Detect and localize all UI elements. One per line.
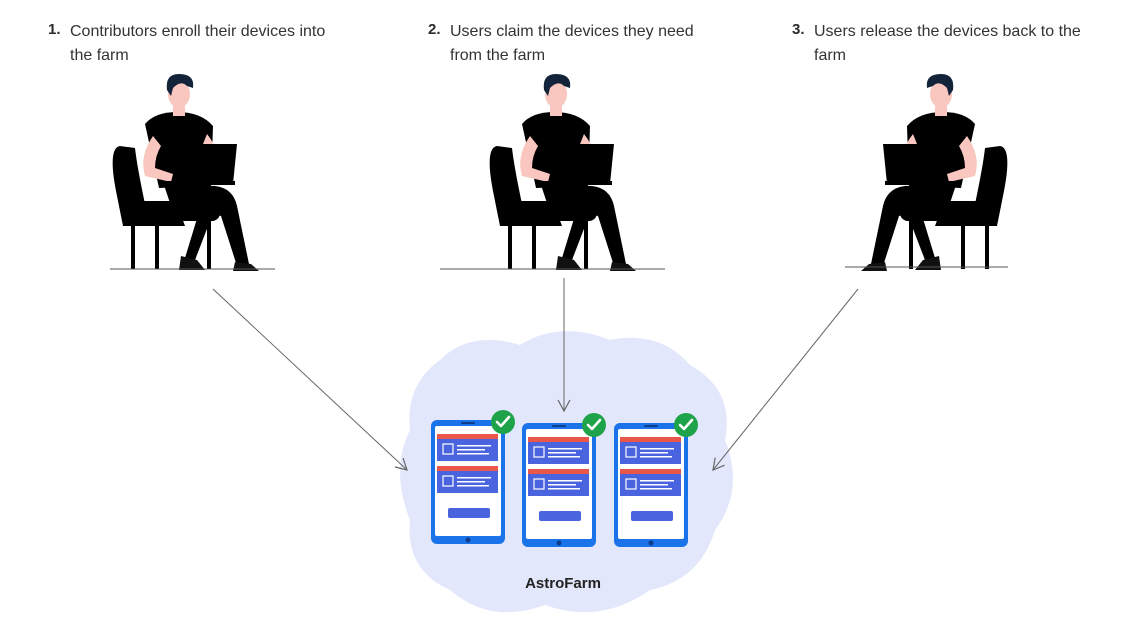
arrow-release	[712, 288, 859, 471]
step-number: 1.	[48, 21, 61, 38]
step-text: Contributors enroll their devices into t…	[70, 23, 326, 64]
contributor-figure: .c1 .chair{fill:#2f4fc4}.c1 .pants{fill:…	[112, 74, 259, 271]
step-text: Users release the devices back to the fa…	[814, 23, 1081, 64]
user-claiming-figure	[489, 74, 636, 271]
check-icon	[491, 410, 515, 434]
step-number: 3.	[792, 21, 805, 38]
step-number: 2.	[428, 21, 441, 38]
phone-icon	[522, 423, 596, 547]
farm-label: AstroFarm	[525, 575, 601, 592]
user-releasing-figure	[861, 74, 1008, 271]
phone-icon	[431, 420, 505, 544]
check-icon	[582, 413, 606, 437]
step-text: Users claim the devices they need from t…	[450, 23, 694, 64]
arrow-enroll	[212, 288, 408, 471]
phone-icon	[614, 423, 688, 547]
check-icon	[674, 413, 698, 437]
